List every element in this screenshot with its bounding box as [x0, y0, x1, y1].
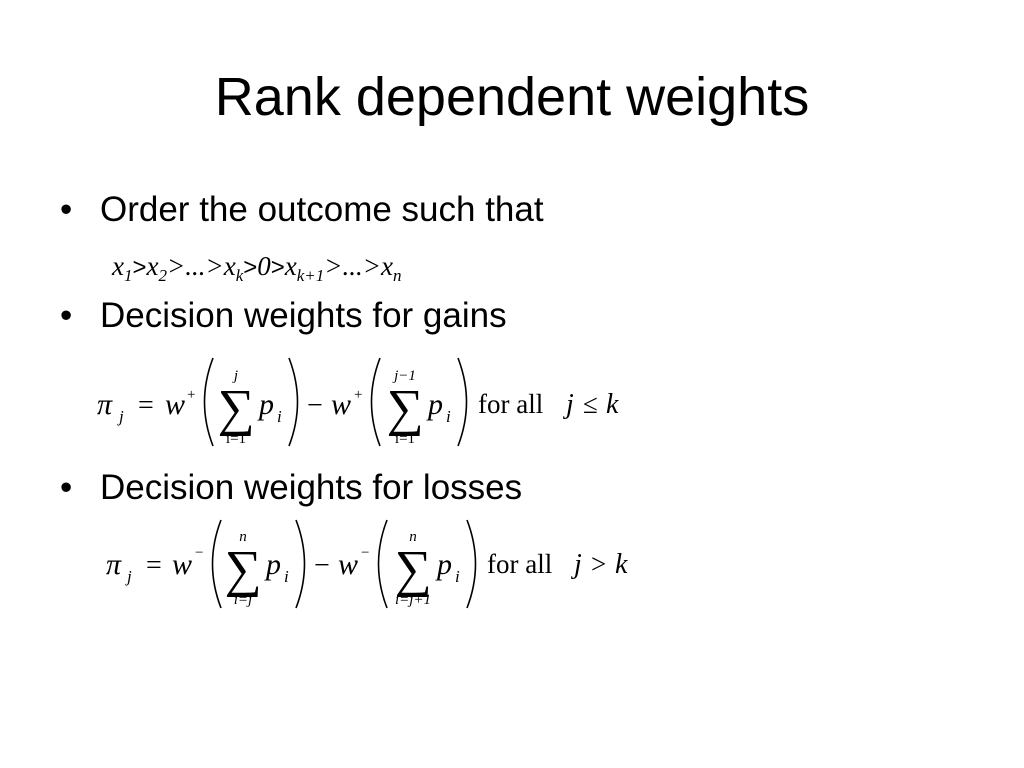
svg-text:n: n — [409, 529, 417, 545]
right-paren — [457, 357, 468, 447]
svg-text:p: p — [426, 388, 443, 421]
sum-symbol: ∑ — [224, 541, 261, 598]
bullet-dot: • — [60, 190, 73, 229]
svg-text:for all: for all — [478, 389, 543, 419]
svg-text:i=j+1: i=j+1 — [395, 592, 431, 608]
ordering-expression: x1>x2>...>xk>0>xk+1>...>xn — [112, 251, 402, 285]
svg-text:w: w — [172, 548, 192, 581]
svg-text:i=1: i=1 — [395, 431, 415, 447]
svg-text:j−1: j−1 — [392, 368, 416, 384]
svg-text:+: + — [354, 387, 362, 403]
sum-symbol: ∑ — [217, 380, 254, 437]
svg-text:i: i — [284, 567, 289, 586]
svg-text:=: = — [146, 550, 162, 581]
pi-symbol: π — [106, 548, 122, 581]
bullet-gains: • Decision weights for gains — [60, 294, 507, 338]
svg-text:j: j — [117, 407, 124, 426]
right-paren — [288, 357, 299, 447]
svg-text:−: − — [195, 545, 203, 561]
bullet-losses: • Decision weights for losses — [60, 466, 522, 510]
svg-text:=: = — [138, 390, 154, 421]
svg-text:p: p — [264, 548, 281, 581]
bullet-text: Order the outcome such that — [100, 190, 544, 229]
svg-text:+: + — [187, 387, 195, 403]
svg-text:w: w — [331, 388, 351, 421]
svg-text:j: j — [232, 368, 238, 384]
right-paren — [295, 519, 306, 609]
svg-text:for all: for all — [487, 549, 552, 579]
left-paren — [203, 357, 214, 447]
svg-text:≤: ≤ — [583, 389, 598, 419]
svg-text:j: j — [563, 389, 574, 420]
left-paren — [211, 519, 222, 609]
svg-text:>: > — [591, 549, 606, 579]
pi-symbol: π — [97, 388, 113, 421]
left-paren — [377, 519, 388, 609]
svg-text:j: j — [571, 549, 582, 580]
sum-symbol: ∑ — [394, 541, 431, 598]
svg-text:k: k — [615, 549, 628, 580]
bullet-text: Decision weights for gains — [100, 296, 507, 335]
svg-text:−: − — [314, 550, 330, 581]
svg-text:w: w — [165, 388, 185, 421]
svg-text:−: − — [361, 545, 369, 561]
svg-text:n: n — [239, 529, 247, 545]
bullet-order-outcome: • Order the outcome such that — [60, 188, 544, 232]
svg-text:i: i — [455, 567, 460, 586]
svg-text:p: p — [435, 548, 452, 581]
svg-text:i: i — [277, 407, 282, 426]
svg-text:p: p — [257, 388, 274, 421]
svg-text:−: − — [307, 390, 323, 421]
svg-text:k: k — [606, 389, 619, 420]
bullet-text: Decision weights for losses — [100, 468, 523, 507]
left-paren — [370, 357, 381, 447]
svg-text:w: w — [338, 548, 358, 581]
sum-symbol: ∑ — [386, 380, 423, 437]
slide-title: Rank dependent weights — [214, 67, 810, 127]
svg-text:i=j: i=j — [234, 592, 252, 608]
bullet-dot: • — [60, 468, 73, 507]
right-paren — [466, 519, 477, 609]
bullet-dot: • — [60, 296, 73, 335]
svg-text:j: j — [125, 567, 132, 586]
svg-text:i=1: i=1 — [226, 431, 246, 447]
svg-text:i: i — [446, 407, 451, 426]
